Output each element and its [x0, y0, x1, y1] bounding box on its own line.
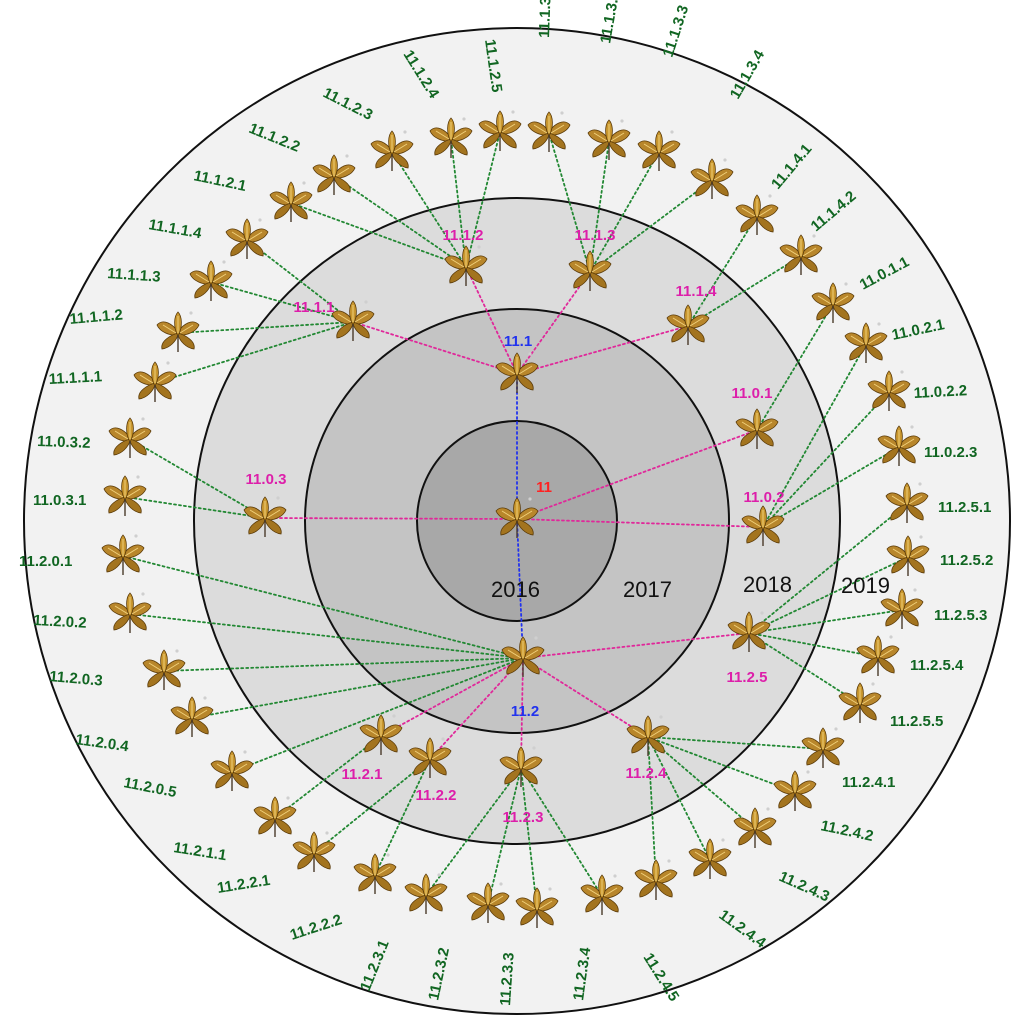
connector-level1-to-level2 [522, 657, 649, 738]
node-label-level-3: 11.2.0.2 [33, 612, 87, 632]
year-labels: 2016 2017 2018 2019 [491, 572, 890, 602]
connector-level2-to-level3 [748, 609, 903, 634]
connector-level2-to-level3 [191, 657, 524, 719]
connector-level2-to-level3 [762, 446, 900, 528]
connector-level2-to-level3 [313, 758, 431, 854]
connector-level2-to-level3 [333, 175, 467, 268]
node-label-level-2: 11.0.1 [732, 385, 773, 402]
node-label-level-2: 11.0.2 [744, 489, 785, 506]
connector-level2-to-level3 [647, 736, 756, 830]
connector-level2-to-level3 [391, 151, 467, 268]
node-labels: 11.1.1.111.1.1.211.1.1.311.1.1.411.1.111… [19, 0, 993, 1006]
node-label-level-2: 11.2.2 [416, 787, 457, 804]
node-label-level-3: 11.1.3.3 [660, 3, 693, 59]
node-label-level-2: 11.2.5 [727, 669, 768, 686]
connector-level2-to-level3 [231, 657, 524, 773]
node-label-level-1: 11.1 [504, 333, 532, 350]
connector-level2-to-level3 [122, 555, 524, 659]
connector-level1-to-level2 [516, 325, 689, 375]
node-label-level-3: 11.2.5.1 [938, 499, 991, 516]
connector-level1-to-level2 [516, 271, 591, 375]
connector-level2-to-level3 [589, 179, 713, 273]
connector-level2-to-level3 [687, 215, 758, 327]
connector-level2-to-level3 [246, 239, 354, 323]
node-label-level-3: 11.2.5.5 [890, 713, 943, 730]
connector-level2-to-level3 [548, 132, 591, 273]
node-label-level-2: 11.2.3 [503, 809, 544, 826]
connector-level2-to-level3 [762, 391, 890, 528]
connector-level2-to-level3 [748, 556, 909, 634]
connector-level2-to-level3 [647, 736, 711, 861]
node-label-level-3: 11.1.1.2 [69, 306, 124, 328]
connector-level2-to-level3 [748, 632, 879, 658]
connector-level2-to-level3 [589, 151, 660, 273]
connector-level2-to-level3 [210, 281, 354, 323]
connector-level2-to-level3 [129, 438, 266, 519]
connector-level2-to-level3 [274, 735, 382, 819]
node-label-level-3: 11.0.2.3 [924, 444, 977, 461]
connector-level2-to-level3 [748, 632, 861, 705]
node-label-level-3: 11.1.1.3 [107, 265, 161, 286]
connector-level1-to-level2 [352, 321, 518, 375]
node-label-level-2: 11.0.3 [246, 471, 287, 488]
node-label-level-3: 11.0.3.1 [33, 492, 86, 509]
node-label-level-2: 11.1.2 [443, 227, 484, 244]
node-label-level-2: 11.2.4 [626, 765, 668, 782]
connector-level2-to-level3 [124, 496, 266, 519]
connector-level2-to-level3 [450, 138, 467, 268]
connector-level1-to-level2 [380, 657, 524, 737]
node-label-level-3: 11.2.5.4 [910, 657, 964, 674]
connector-level2-to-level3 [647, 736, 796, 793]
connector-level2-to-level3 [687, 255, 802, 327]
node-label-level-2: 11.1.4 [676, 283, 718, 300]
node-label-level-2: 11.1.3 [575, 227, 616, 244]
connector-level1-to-level2 [516, 518, 764, 528]
connector-level2-to-level3 [647, 736, 824, 750]
connector-level2-to-level3 [589, 140, 610, 273]
node-label-level-3: 11.1.3.1 [536, 0, 555, 38]
year-label-2018: 2018 [743, 572, 792, 597]
connector-level2-to-level3 [520, 767, 603, 897]
connector-level2-to-level3 [177, 321, 354, 334]
node-label-level-3: 11.2.5.3 [934, 607, 987, 624]
node-label-level-3: 11.1.1.1 [48, 368, 102, 388]
node-label-level-3: 11.2.0.1 [19, 553, 72, 570]
connector-root-to-level1 [516, 518, 524, 659]
node-label-level-2: 11.1.1 [294, 299, 335, 316]
node-label-level-3: 11.2.4.1 [842, 774, 895, 791]
connector-level2-to-level3 [290, 202, 467, 268]
node-label-level-0: 11 [536, 479, 552, 496]
connector-level1-to-level2 [465, 266, 518, 375]
year-label-2019: 2019 [841, 573, 890, 598]
node-label-level-3: 11.0.3.2 [37, 433, 91, 452]
node-label-level-3: 11.2.0.3 [49, 668, 104, 690]
connector-level2-to-level3 [762, 343, 867, 528]
node-label-level-2: 11.2.1 [342, 766, 383, 783]
connector-level2-to-level3 [425, 767, 522, 896]
connector-level1-to-level2 [429, 657, 524, 760]
node-label-level-3: 11.2.3.3 [497, 952, 518, 1006]
node-label-level-1: 11.2 [511, 703, 539, 720]
connector-level1-to-level2 [264, 517, 518, 520]
node-label-level-3: 11.0.2.2 [913, 382, 967, 402]
year-label-2017: 2017 [623, 577, 672, 602]
connector-level1-to-level2 [516, 429, 758, 520]
connector-level2-to-level3 [374, 758, 431, 876]
connector-level2-to-level3 [154, 321, 354, 384]
connector-level2-to-level3 [129, 613, 524, 659]
connector-level2-to-level3 [520, 767, 538, 910]
lineage-connectors [122, 131, 909, 910]
connector-level1-to-level2 [522, 632, 750, 659]
connector-level2-to-level3 [748, 503, 908, 634]
node-label-level-3: 11.2.5.2 [940, 552, 993, 569]
connector-level2-to-level3 [647, 736, 657, 882]
connector-level2-to-level3 [487, 767, 522, 905]
year-label-2016: 2016 [491, 577, 540, 602]
connector-level2-to-level3 [465, 131, 501, 268]
connector-level2-to-level3 [163, 657, 524, 672]
